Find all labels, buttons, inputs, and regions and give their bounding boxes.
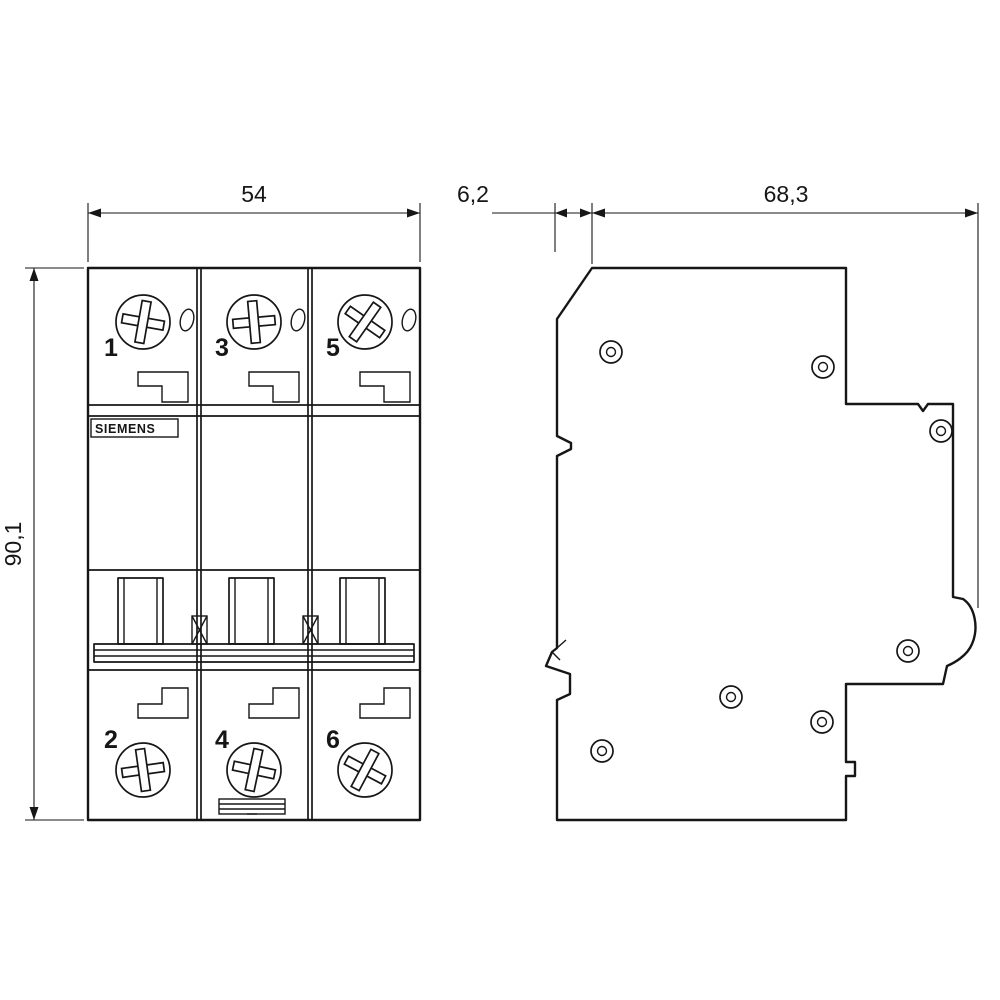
screw-bottom-6 <box>337 742 393 798</box>
pole-number-5: 5 <box>326 334 340 362</box>
screw-top-1 <box>115 294 171 350</box>
rivet <box>590 739 614 763</box>
side-profile-outline <box>544 266 977 822</box>
dimension-front-width: 54 <box>87 181 421 262</box>
rivet <box>810 710 834 734</box>
dim-offset-label: 6,2 <box>457 181 489 207</box>
front-horizontal-lines <box>88 404 420 671</box>
handle-tie-bar <box>93 643 415 663</box>
bottom-clip <box>218 798 286 815</box>
toggle-handle-1 <box>117 577 164 645</box>
brand-plate: SIEMENS <box>90 418 179 438</box>
front-body-outline <box>86 266 422 822</box>
toggle-handles <box>93 577 415 663</box>
terminal-steps-top <box>137 371 411 403</box>
din-rail-spring <box>551 639 567 661</box>
toggle-handle-3 <box>339 577 386 645</box>
screw-bottom-2 <box>115 742 171 798</box>
pole-number-6: 6 <box>326 726 340 754</box>
toggle-handle-2 <box>228 577 275 645</box>
dim-width-label: 54 <box>241 181 267 207</box>
dim-height-label: 90,1 <box>0 522 26 567</box>
pole-number-3: 3 <box>215 334 229 362</box>
rivets <box>590 340 953 763</box>
dimension-front-height: 90,1 <box>0 267 84 821</box>
rivet <box>811 355 835 379</box>
screw-top-5 <box>337 294 393 350</box>
rivet <box>929 419 953 443</box>
module-dividers <box>196 268 313 820</box>
screw-bottom-4 <box>226 742 282 798</box>
pole-number-2: 2 <box>104 726 118 754</box>
pole-number-4: 4 <box>215 726 229 754</box>
side-view <box>544 266 977 822</box>
pole-number-1: 1 <box>104 334 118 362</box>
terminal-slots-top <box>179 308 417 332</box>
coupling-pins <box>191 615 319 645</box>
screw-top-3 <box>226 294 282 350</box>
brand-label: SIEMENS <box>95 422 155 436</box>
dimension-side-offset: 6,2 <box>457 181 592 252</box>
front-view: 1 3 5 SIEMENS <box>86 266 422 822</box>
rivet <box>719 685 743 709</box>
dim-depth-label: 68,3 <box>764 181 809 207</box>
rivet <box>896 639 920 663</box>
dimension-side-depth: 68,3 <box>591 181 979 608</box>
rivet <box>599 340 623 364</box>
terminal-steps-bottom <box>137 687 411 719</box>
